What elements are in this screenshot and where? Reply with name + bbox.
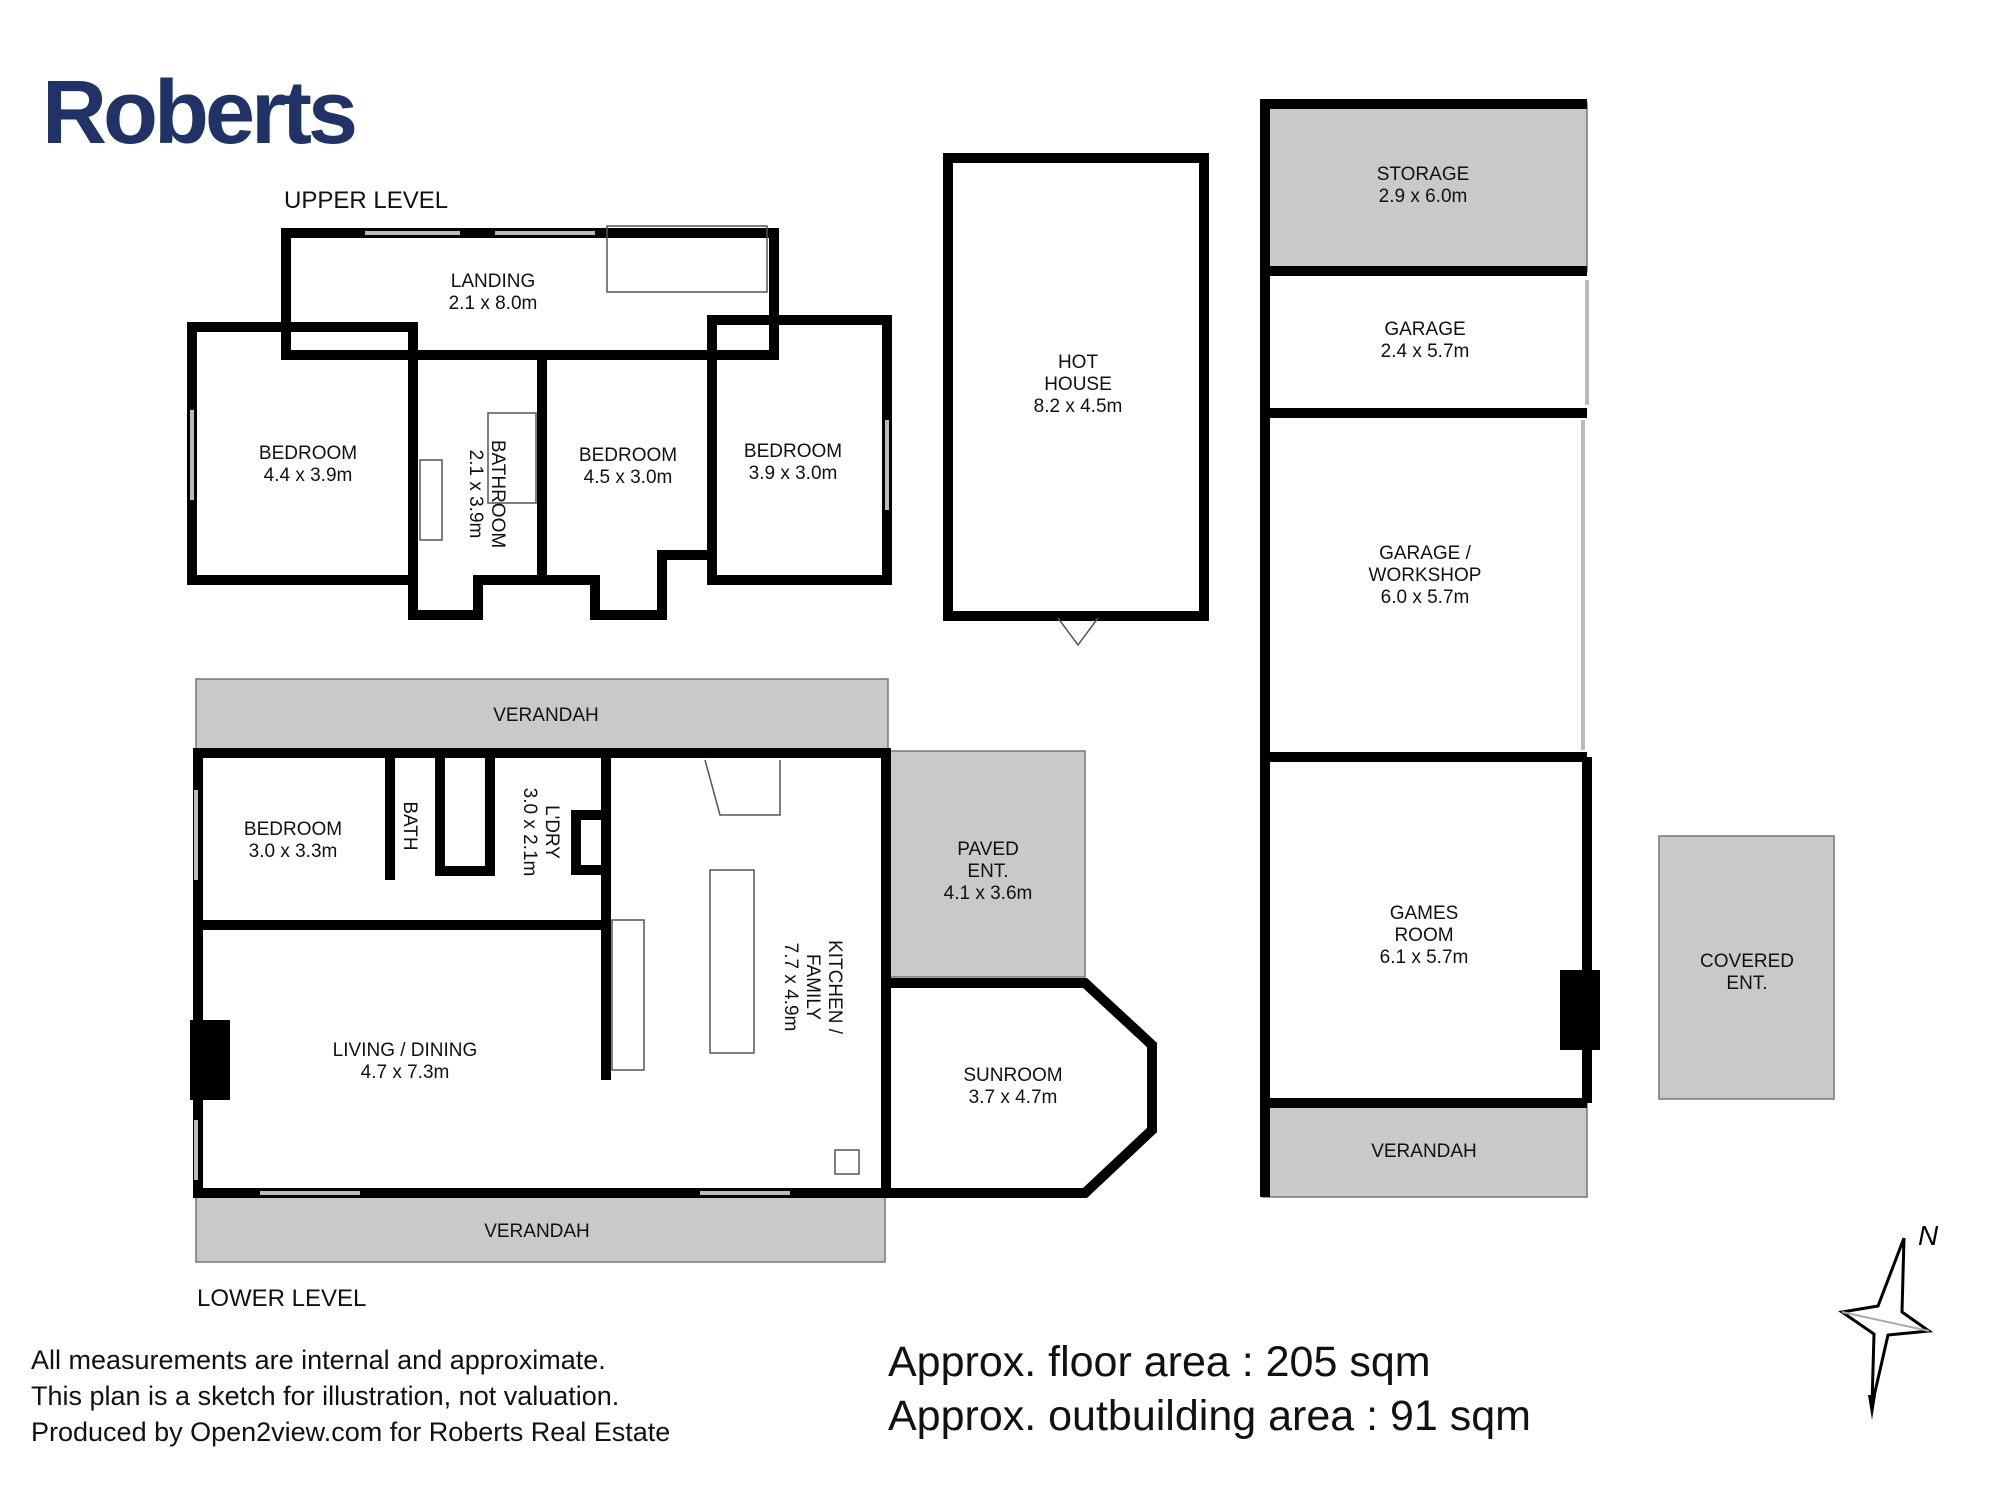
north-arrow-icon: N — [1838, 1220, 1939, 1420]
room-label-bathroom-upper: BATHROOM2.1 x 3.9m — [465, 440, 508, 548]
hot-house-walls — [943, 153, 1209, 621]
area-summary: Approx. floor area : 205 sqm Approx. out… — [888, 1335, 1531, 1443]
verandah-outbuilding-area — [1262, 1102, 1588, 1198]
hot-house-door[interactable] — [1057, 617, 1099, 647]
storage-area — [1262, 102, 1588, 272]
covered-ent-area — [1658, 835, 1835, 1100]
paved-ent-area — [887, 750, 1086, 978]
disclaimer-line: Produced by Open2view.com for Roberts Re… — [31, 1417, 671, 1447]
verandah-top-area — [195, 678, 889, 752]
room-label-verandah-top: VERANDAH — [493, 705, 599, 726]
lower-level-label: LOWER LEVEL — [197, 1285, 366, 1312]
outbuilding-walls — [1260, 99, 1600, 1197]
compass-north-label: N — [1918, 1220, 1939, 1251]
room-label-kitchen-family: KITCHEN /FAMILY7.7 x 4.9m — [780, 940, 845, 1035]
lower-level-walls — [190, 748, 1157, 1198]
disclaimer-line: This plan is a sketch for illustration, … — [31, 1381, 620, 1411]
room-label-laundry: L'DRY3.0 x 2.1m — [519, 788, 562, 877]
room-label-verandah-outbuilding: VERANDAH — [1371, 1141, 1477, 1162]
upper-level-label: UPPER LEVEL — [284, 187, 448, 214]
upper-level-walls — [187, 225, 892, 620]
room-label-bath-lower: BATH — [399, 801, 420, 850]
disclaimer: All measurements are internal and approx… — [31, 1342, 670, 1450]
room-label-verandah-bottom: VERANDAH — [484, 1221, 590, 1242]
disclaimer-line: All measurements are internal and approx… — [31, 1345, 606, 1375]
outbuilding-area: Approx. outbuilding area : 91 sqm — [888, 1392, 1532, 1440]
roberts-logo: Roberts — [42, 63, 358, 163]
floor-area: Approx. floor area : 205 sqm — [888, 1338, 1431, 1386]
